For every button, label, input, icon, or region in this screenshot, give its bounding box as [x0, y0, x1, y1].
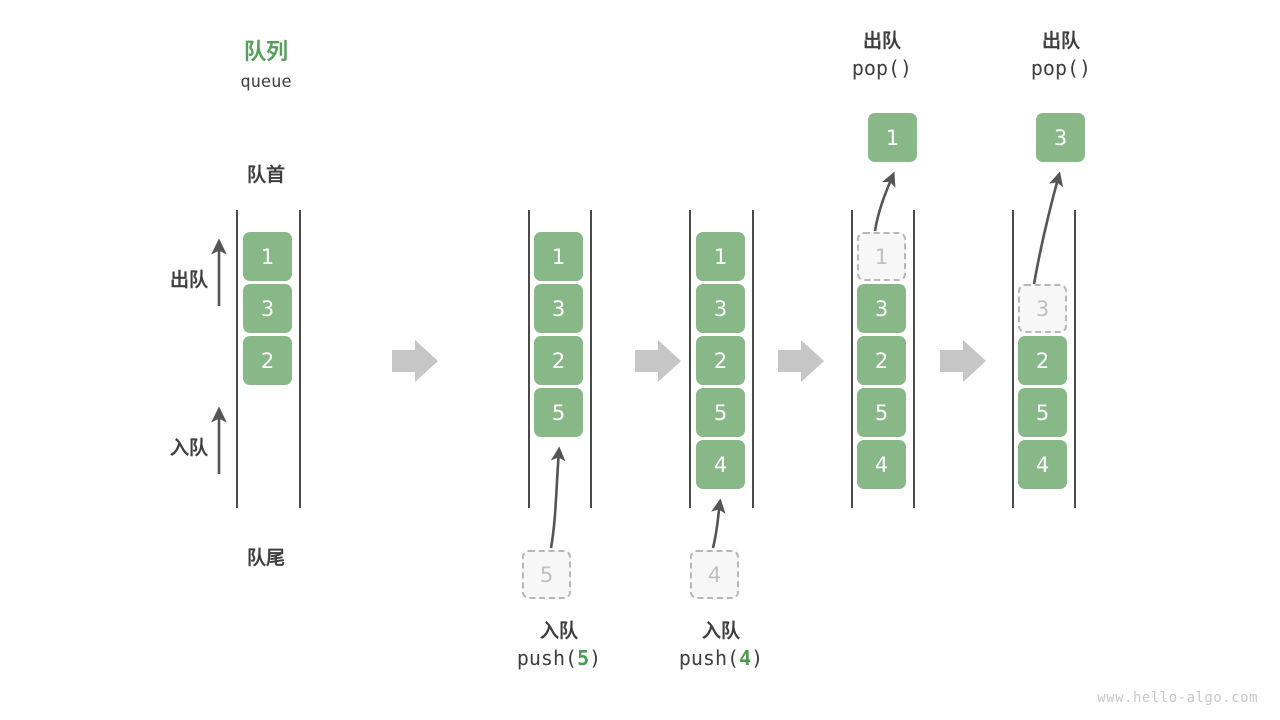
queue-cell: 3 — [243, 284, 292, 333]
op-label-pop-2-cn: 出队 — [1041, 30, 1080, 52]
queue-ghost-cell: 4 — [690, 550, 739, 599]
queue-cell: 4 — [1018, 440, 1067, 489]
queue-ghost-cell: 3 — [1018, 284, 1067, 333]
queue-head-label: 队首 — [246, 164, 285, 186]
op-label-push-2-code: push(4) — [631, 644, 811, 673]
queue-cell: 2 — [1018, 336, 1067, 385]
op-label-push-1-cn: 入队 — [539, 620, 578, 642]
pop-arrow-1 — [873, 171, 896, 232]
queue-rail-right-2 — [590, 210, 592, 508]
queue-rail-left-2 — [528, 210, 530, 508]
queue-popped-cell: 1 — [868, 113, 917, 162]
queue-cell: 2 — [534, 336, 583, 385]
queue-cell: 5 — [696, 388, 745, 437]
op-label-pop-1-cn: 出队 — [862, 30, 901, 52]
op-label-push-2: 入队 push(4) — [631, 620, 811, 673]
op-label-push-2-pre: push( — [678, 645, 740, 670]
watermark: www.hello-algo.com — [1097, 690, 1258, 706]
queue-rail-right-3 — [752, 210, 754, 508]
queue-cell: 3 — [534, 284, 583, 333]
queue-cell: 2 — [696, 336, 745, 385]
queue-cell: 5 — [857, 388, 906, 437]
queue-rail-right-5 — [1074, 210, 1076, 508]
enqueue-direction-label: 入队 — [169, 437, 208, 459]
step-arrow-3 — [778, 340, 824, 382]
queue-ghost-cell: 1 — [857, 232, 906, 281]
queue-ghost-cell: 5 — [522, 550, 571, 599]
queue-cell: 4 — [857, 440, 906, 489]
queue-cell: 1 — [243, 232, 292, 281]
queue-rail-left-1 — [236, 210, 238, 508]
queue-cell: 3 — [696, 284, 745, 333]
op-label-pop-2: 出队 pop() — [971, 30, 1151, 83]
op-label-pop-2-code: pop() — [1030, 55, 1092, 80]
op-label-push-2-num: 4 — [739, 645, 752, 670]
queue-cell: 3 — [857, 284, 906, 333]
step-arrow-1 — [392, 340, 438, 382]
push-arrow-2 — [711, 498, 726, 549]
op-label-push-1-post: ) — [589, 645, 602, 670]
queue-cell: 5 — [534, 388, 583, 437]
op-label-push-2-post: ) — [751, 645, 764, 670]
op-label-push-2-cn: 入队 — [701, 620, 740, 642]
queue-cell: 4 — [696, 440, 745, 489]
pop-arrow-2 — [1032, 171, 1064, 285]
queue-rail-right-4 — [913, 210, 915, 508]
queue-popped-cell: 3 — [1036, 113, 1085, 162]
queue-rail-left-4 — [851, 210, 853, 508]
op-label-push-1: 入队 push(5) — [469, 620, 649, 673]
op-label-push-1-code: push(5) — [469, 644, 649, 673]
queue-cell: 2 — [243, 336, 292, 385]
dequeue-direction-label: 出队 — [169, 269, 208, 291]
queue-cell: 5 — [1018, 388, 1067, 437]
diagram-title-en: queue — [240, 72, 292, 92]
step-arrow-4 — [940, 340, 986, 382]
queue-cell: 1 — [534, 232, 583, 281]
queue-rail-left-5 — [1012, 210, 1014, 508]
push-arrow-1 — [549, 446, 566, 549]
op-label-push-1-pre: push( — [516, 645, 578, 670]
queue-cell: 2 — [857, 336, 906, 385]
queue-rail-right-1 — [299, 210, 301, 508]
op-label-pop-1: 出队 pop() — [792, 30, 972, 83]
queue-rail-left-3 — [689, 210, 691, 508]
op-label-push-1-num: 5 — [577, 645, 590, 670]
op-label-pop-1-code: pop() — [851, 55, 913, 80]
step-arrow-2 — [635, 340, 681, 382]
queue-cell: 1 — [696, 232, 745, 281]
queue-tail-label: 队尾 — [246, 547, 285, 569]
diagram-title-cn: 队列 — [243, 40, 288, 65]
